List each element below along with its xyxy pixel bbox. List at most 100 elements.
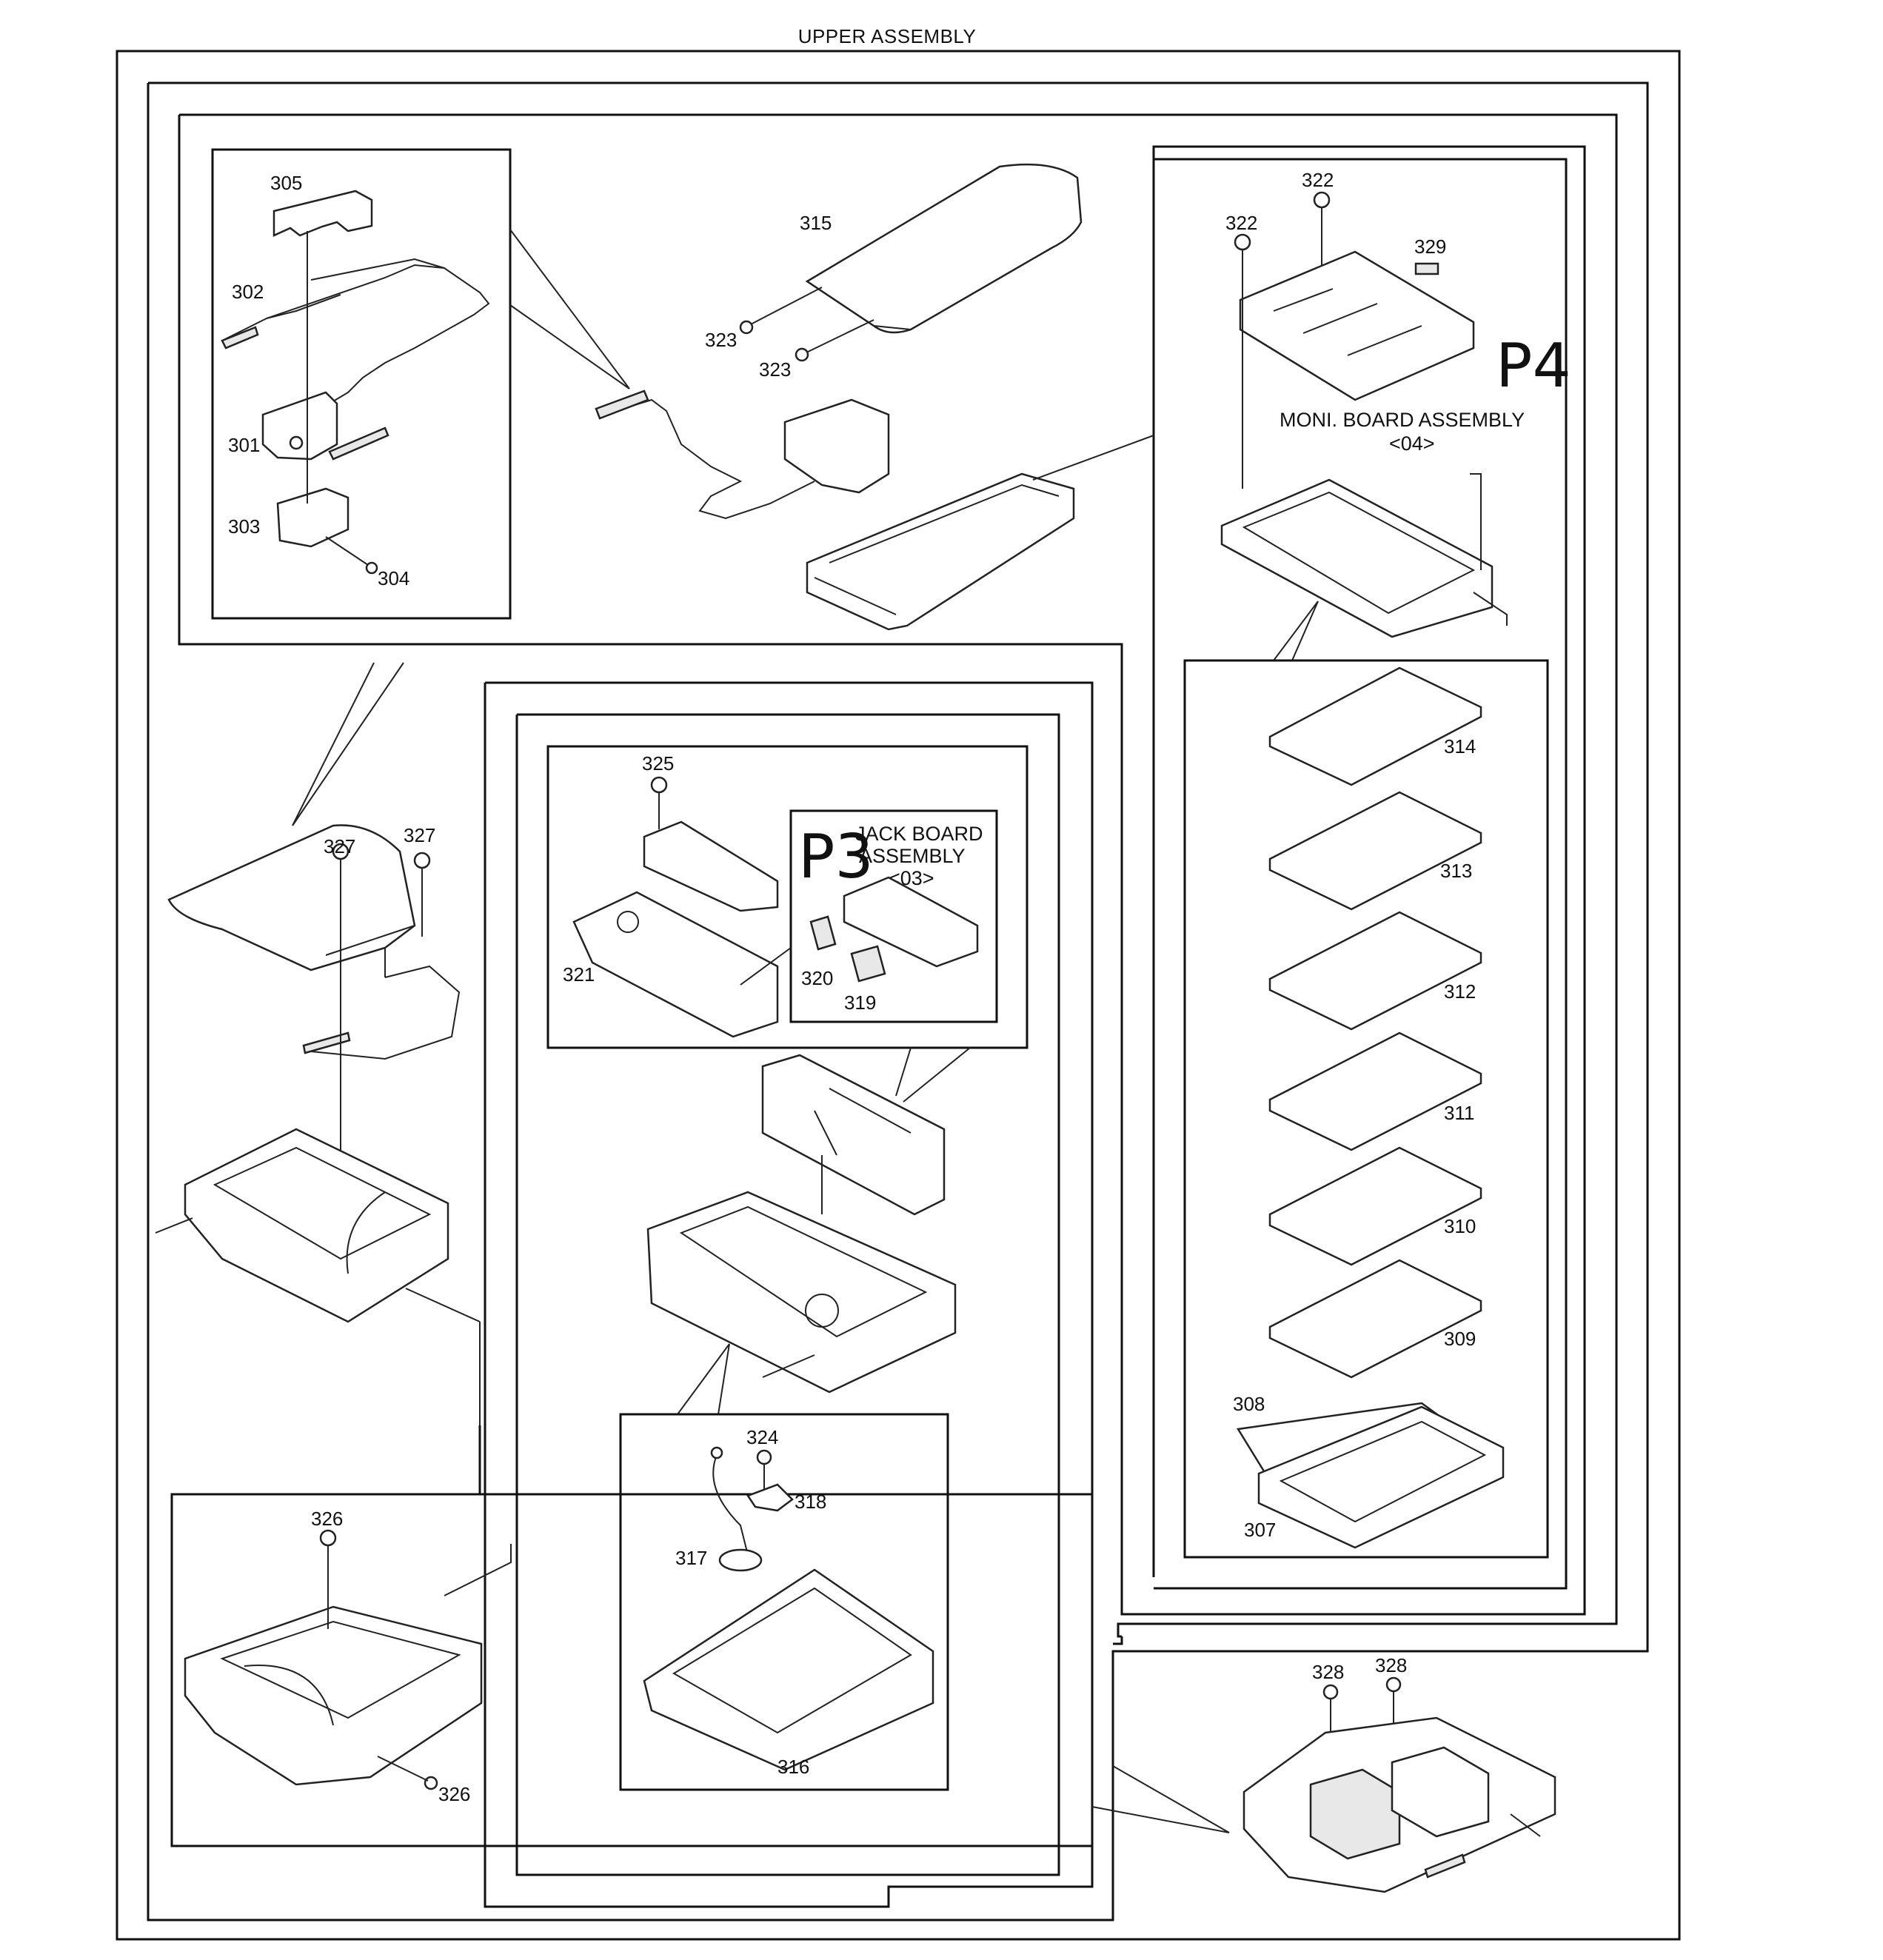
chassis-316-frame [619, 1413, 949, 1791]
part-328b-screw [1385, 1676, 1402, 1693]
label-302: 302 [232, 281, 264, 303]
part-317-connector [710, 1446, 723, 1459]
part-325-bracket [643, 820, 779, 912]
mechanism-deck-drum [805, 1294, 839, 1328]
label-323a: 323 [705, 329, 737, 351]
bottom-right-assembly: 328 328 [1091, 1654, 1556, 1893]
label-315: 315 [800, 212, 832, 234]
part-325-screw [650, 776, 668, 794]
label-323b: 323 [759, 358, 791, 381]
moni-board-pcb [1239, 250, 1475, 401]
label-310: 310 [1444, 1215, 1476, 1237]
label-303: 303 [228, 515, 260, 538]
part-324-screw [756, 1449, 772, 1465]
left-chassis [184, 1128, 449, 1323]
bottom-left-chassis-body [184, 1605, 483, 1786]
part-302-flex [221, 264, 490, 427]
jack-board-mounted-detail [814, 1088, 912, 1156]
part-315-edge [806, 281, 912, 330]
jack-board-inner-box [789, 809, 998, 1023]
page-mark-p4: P4 [1496, 331, 1571, 401]
bottom-right-block-a [1309, 1768, 1401, 1860]
part-321-frame [572, 891, 779, 1038]
part-326a-screw [319, 1529, 337, 1547]
part-301-hinge [261, 391, 338, 461]
flex-cable [603, 398, 815, 520]
flex-connector [595, 389, 649, 420]
jack-board-pcb [843, 876, 979, 968]
moni-board-components [1273, 288, 1422, 356]
label-317: 317 [675, 1547, 707, 1569]
label-314: 314 [1444, 735, 1476, 757]
moni-board-code: <04> [1389, 432, 1435, 455]
jack-board-mounted [761, 1054, 946, 1216]
label-316: 316 [777, 1756, 809, 1778]
label-327b: 327 [404, 824, 435, 846]
label-307: 307 [1244, 1519, 1276, 1541]
part-327b-screw [413, 852, 431, 869]
part-318 [746, 1483, 794, 1512]
label-327a: 327 [324, 835, 355, 857]
jack-board-name-2: ASSEMBLY [859, 845, 966, 867]
part-307-window [1279, 1420, 1487, 1523]
bottom-left-frame-top [172, 1425, 481, 1496]
leader-323a [747, 287, 823, 327]
bottom-left-chassis-top [220, 1620, 461, 1719]
lcd-frame [1220, 478, 1494, 638]
part-320 [809, 915, 837, 951]
label-329: 329 [1414, 235, 1446, 258]
bottom-left-chassis: 326 326 [184, 1508, 483, 1805]
monitor-back-case [806, 472, 1075, 631]
center-frame-outer [484, 681, 1094, 1908]
center-frame-inner [515, 713, 1060, 1876]
screw-axes-327 [340, 859, 423, 1192]
frame-level-4 [178, 115, 1586, 1616]
label-324: 324 [746, 1426, 778, 1448]
chassis-316-box: 324 318 317 316 [619, 1413, 949, 1791]
hinge-box [211, 148, 512, 620]
label-313: 313 [1440, 860, 1472, 882]
label-321: 321 [563, 963, 595, 986]
callout-bottom-right [1091, 1765, 1230, 1833]
left-chassis-cable [346, 1191, 386, 1274]
label-325: 325 [642, 752, 674, 775]
mechanism-deck [646, 1191, 957, 1394]
mechanism-deck-top [679, 1205, 928, 1338]
hinge-block [783, 398, 890, 494]
bottom-left-chassis-cable [244, 1665, 334, 1726]
part-312-film [1268, 911, 1482, 1031]
part-310-film [1268, 1146, 1482, 1266]
leader-323b [803, 319, 874, 355]
top-center-parts: 315 323 323 [595, 163, 1083, 631]
left-chassis-screw [155, 1217, 193, 1234]
frame-level-2 [147, 81, 1649, 1921]
label-319: 319 [844, 991, 876, 1014]
part-317-wire [712, 1454, 749, 1556]
films-frame [1183, 659, 1549, 1559]
label-328a: 328 [1312, 1661, 1344, 1683]
part-301-pivot [289, 435, 304, 450]
callout-left-to-bottom [405, 1288, 481, 1425]
part-304-screw [365, 561, 378, 575]
part-302-connector-b [328, 427, 389, 461]
callout-deck-to-chassis [677, 1343, 730, 1415]
part-329 [1414, 262, 1439, 275]
part-317-speaker [718, 1548, 763, 1572]
callout-monitor-to-moni [1032, 435, 1154, 481]
lcd-flex [1470, 473, 1508, 626]
label-320: 320 [801, 967, 833, 989]
label-326a: 326 [311, 1508, 343, 1530]
lcd-unit-flex-connector [302, 1031, 351, 1054]
part-328a-screw [1322, 1684, 1339, 1700]
part-323a-screw [739, 320, 754, 335]
nested-frames [116, 50, 1681, 1941]
moni-board-section: 329 322 322 P4 MONI. BOARD ASSEMBLY <04> [1220, 169, 1571, 638]
part-319 [850, 945, 886, 983]
jack-board-box: P3 JACK BOARD ASSEMBLY <03> 325 321 320 … [546, 745, 1029, 1049]
lcd-unit-flex [310, 965, 461, 1060]
mechanism-deck-screw [762, 1354, 815, 1378]
part-302-flex-edge [266, 258, 445, 319]
part-314-film [1268, 666, 1482, 786]
